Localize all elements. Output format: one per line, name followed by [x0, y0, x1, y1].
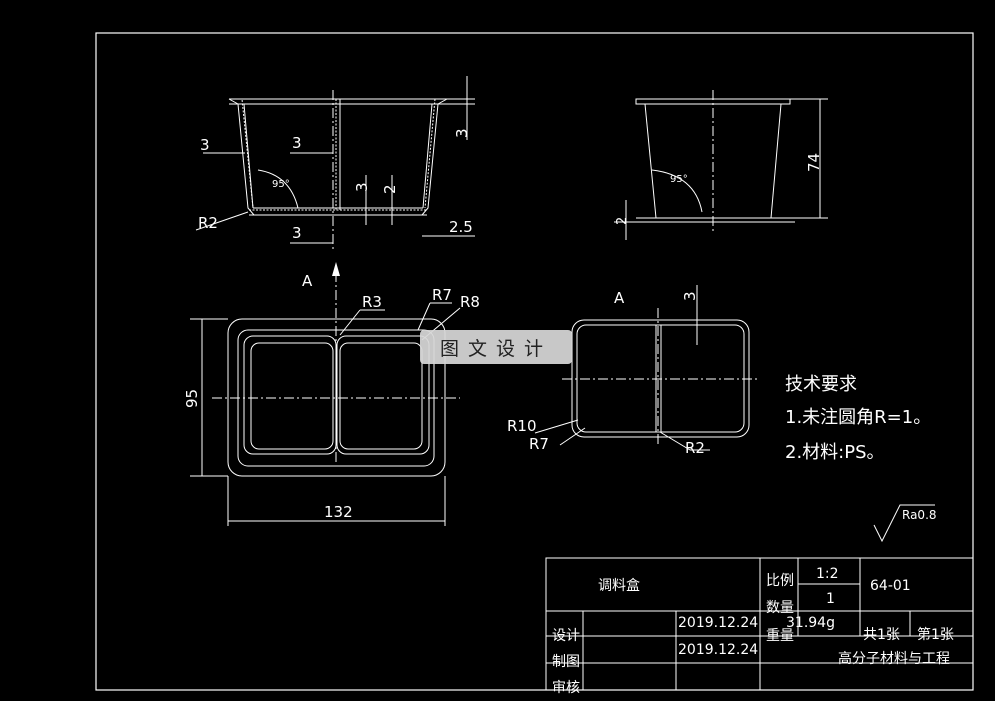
front-dim-2.5: 2.5	[449, 218, 473, 236]
top-radius-r8: R8	[460, 293, 480, 311]
side-bottom: 2	[615, 217, 630, 225]
side-height: 74	[805, 153, 823, 172]
title-block	[545, 557, 974, 691]
top-radius-r3: R3	[362, 293, 382, 311]
org-name: 高分子材料与工程	[838, 650, 950, 667]
view-a-dim: 3	[681, 291, 699, 301]
top-width: 132	[324, 503, 353, 521]
front-dim-3b: 3	[292, 134, 302, 152]
view-a-r7: R7	[529, 435, 549, 453]
roughness-value: Ra0.8	[902, 508, 937, 522]
draw-date: 2019.12.24	[678, 642, 758, 658]
design-date: 2019.12.24	[678, 615, 758, 631]
draw-label: 制图	[552, 654, 580, 670]
front-section-view	[195, 76, 475, 250]
tech-title: 技术要求	[785, 374, 857, 395]
check-label: 审核	[552, 680, 580, 696]
part-name: 调料盒	[598, 577, 640, 594]
sheet-no: 第1张	[917, 626, 954, 643]
top-radius-r7: R7	[432, 286, 452, 304]
front-radius: R2	[198, 214, 218, 232]
view-a	[534, 285, 760, 451]
view-a-r10: R10	[507, 417, 537, 435]
drawing-border	[95, 32, 974, 691]
weight-label: 重量	[766, 628, 794, 644]
front-dim-3e: 3	[453, 128, 471, 138]
top-height: 95	[183, 389, 201, 408]
view-a-r2: R2	[685, 439, 705, 457]
qty-value: 1	[826, 591, 835, 607]
scale-label: 比例	[766, 573, 794, 589]
front-dim-3d: 3	[353, 182, 371, 192]
weight-value: 31.94g	[786, 615, 835, 631]
drawing-no: 64-01	[870, 578, 911, 594]
top-arrow-label: A	[302, 272, 313, 290]
qty-label: 数量	[766, 600, 794, 616]
design-label: 设计	[552, 628, 580, 644]
front-dim-2: 2	[381, 184, 399, 194]
front-dim-3a: 3	[200, 136, 210, 154]
side-angle: 95°	[670, 174, 688, 185]
side-view	[614, 90, 828, 240]
watermark-text: 图文设计	[439, 337, 552, 360]
tech-item-1: 1.未注圆角R=1。	[785, 407, 931, 428]
roughness-symbol	[873, 504, 935, 543]
front-dim-3c: 3	[292, 224, 302, 242]
watermark: 图文设计	[420, 330, 572, 364]
tech-item-2: 2.材料:PS。	[785, 442, 885, 463]
front-angle: 95°	[272, 179, 290, 190]
view-a-label: A	[614, 289, 625, 307]
view-arrow	[332, 262, 340, 276]
sheets-total: 共1张	[863, 627, 900, 643]
scale-value: 1:2	[816, 566, 839, 582]
top-view	[190, 272, 461, 526]
